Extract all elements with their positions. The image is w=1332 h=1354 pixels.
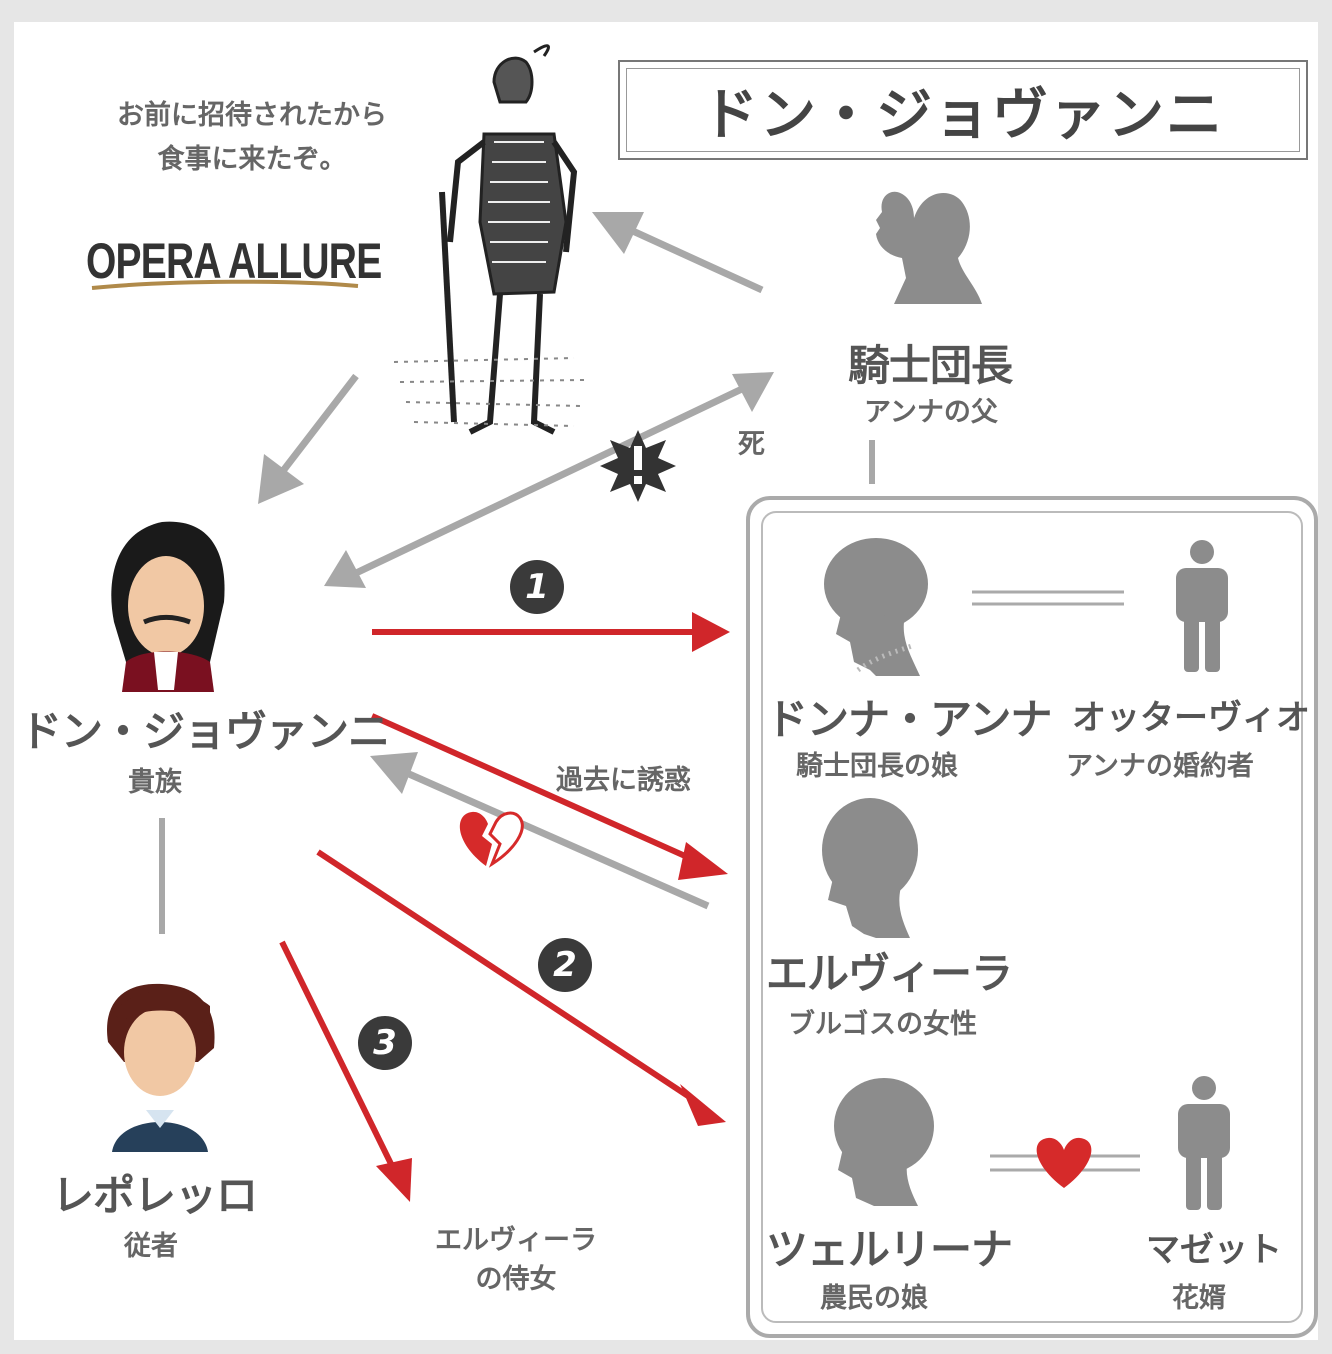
statue-quote: お前に招待されたから 食事に来たぞ。 <box>92 94 412 182</box>
donna-anna-role: 騎士団長の娘 <box>796 751 958 782</box>
elvira-maid-line-2: の侍女 <box>475 1264 557 1295</box>
quote-line-1: お前に招待されたから <box>117 100 387 131</box>
masetto-figure-icon <box>1178 1076 1230 1210</box>
death-label: 死 <box>738 429 765 460</box>
page-title: ドン・ジョヴァンニ <box>702 82 1224 148</box>
don-giovanni-name: ドン・ジョヴァンニ <box>20 707 390 756</box>
family-group-inner-box <box>761 511 1303 1323</box>
zerlina-role: 農民の娘 <box>820 1283 928 1314</box>
arrow-to-elvira <box>370 713 696 863</box>
arrow-statue-to-giovanni <box>273 373 359 483</box>
elvira-role: ブルゴスの女性 <box>788 1009 977 1040</box>
leporello-portrait <box>107 983 215 1152</box>
commendatore-name: 騎士団長 <box>848 341 1013 390</box>
exclamation-burst-icon <box>600 430 676 502</box>
masetto-role: 花婿 <box>1172 1283 1226 1314</box>
heart-icon <box>1036 1137 1092 1188</box>
arrowhead-giovanni-death <box>324 550 366 588</box>
red-arrows <box>279 612 730 1202</box>
elvira-maid-line-1: エルヴィーラ <box>435 1225 597 1256</box>
arrowhead-1 <box>692 612 730 652</box>
elvira-name: エルヴィーラ <box>766 949 1013 998</box>
donna-anna-silhouette-icon <box>824 538 928 676</box>
arrow-2-zerlina <box>316 849 696 1103</box>
title-box: ドン・ジョヴァンニ <box>618 60 1308 160</box>
arrowhead-commendatore <box>732 372 774 412</box>
don-giovanni-portrait <box>111 521 225 692</box>
relation-lines <box>972 590 1140 1172</box>
zerlina-silhouette-icon <box>834 1078 934 1206</box>
leporello-name: レポレッロ <box>52 1171 258 1220</box>
ottavio-role: アンナの婚約者 <box>1066 751 1254 782</box>
arrowhead-2 <box>680 1084 726 1126</box>
broken-heart-icon <box>459 811 524 868</box>
number-badge-2: 2 <box>538 938 592 992</box>
donna-anna-name: ドンナ・アンナ <box>766 695 1052 744</box>
commendatore-statue-image <box>393 44 585 435</box>
ottavio-name: オッターヴィオ <box>1072 698 1310 738</box>
arrow-commendatore-to-statue <box>622 223 764 294</box>
family-group-box <box>746 496 1318 1338</box>
quote-line-2: 食事に来たぞ。 <box>157 144 347 175</box>
ottavio-figure-icon <box>1176 540 1228 672</box>
elvira-maid-label: エルヴィーラ の侍女 <box>426 1218 606 1296</box>
opera-allure-logo: OPERA ALLURE <box>86 233 382 289</box>
arrowhead-statue <box>592 212 644 254</box>
arrowhead-elvira-past <box>370 752 418 794</box>
arrows-layer <box>107 44 1318 1338</box>
number-badge-1: 1 <box>510 560 564 614</box>
arrow-death-line <box>352 384 746 578</box>
arrow-3-maid <box>279 940 397 1172</box>
commendatore-role: アンナの父 <box>864 397 998 428</box>
number-badge-3: 3 <box>358 1016 412 1070</box>
arrowhead-giovanni-top <box>258 454 304 504</box>
arrow-elvira-to-giovanni <box>398 766 710 910</box>
arrowhead-elvira <box>678 842 728 880</box>
elvira-silhouette-icon <box>822 798 918 938</box>
don-giovanni-role: 貴族 <box>128 767 182 798</box>
masetto-name: マゼット <box>1146 1230 1282 1270</box>
arrowhead-3 <box>376 1158 412 1202</box>
gray-arrows <box>159 212 875 934</box>
commendatore-silhouette-icon <box>876 191 982 304</box>
leporello-role: 従者 <box>124 1231 178 1262</box>
diagram-canvas: ドン・ジョヴァンニ お前に招待されたから 食事に来たぞ。 OPERA ALLUR… <box>14 22 1318 1340</box>
past-seduction-label: 過去に誘惑 <box>556 765 691 796</box>
zerlina-name: ツェルリーナ <box>766 1225 1013 1274</box>
